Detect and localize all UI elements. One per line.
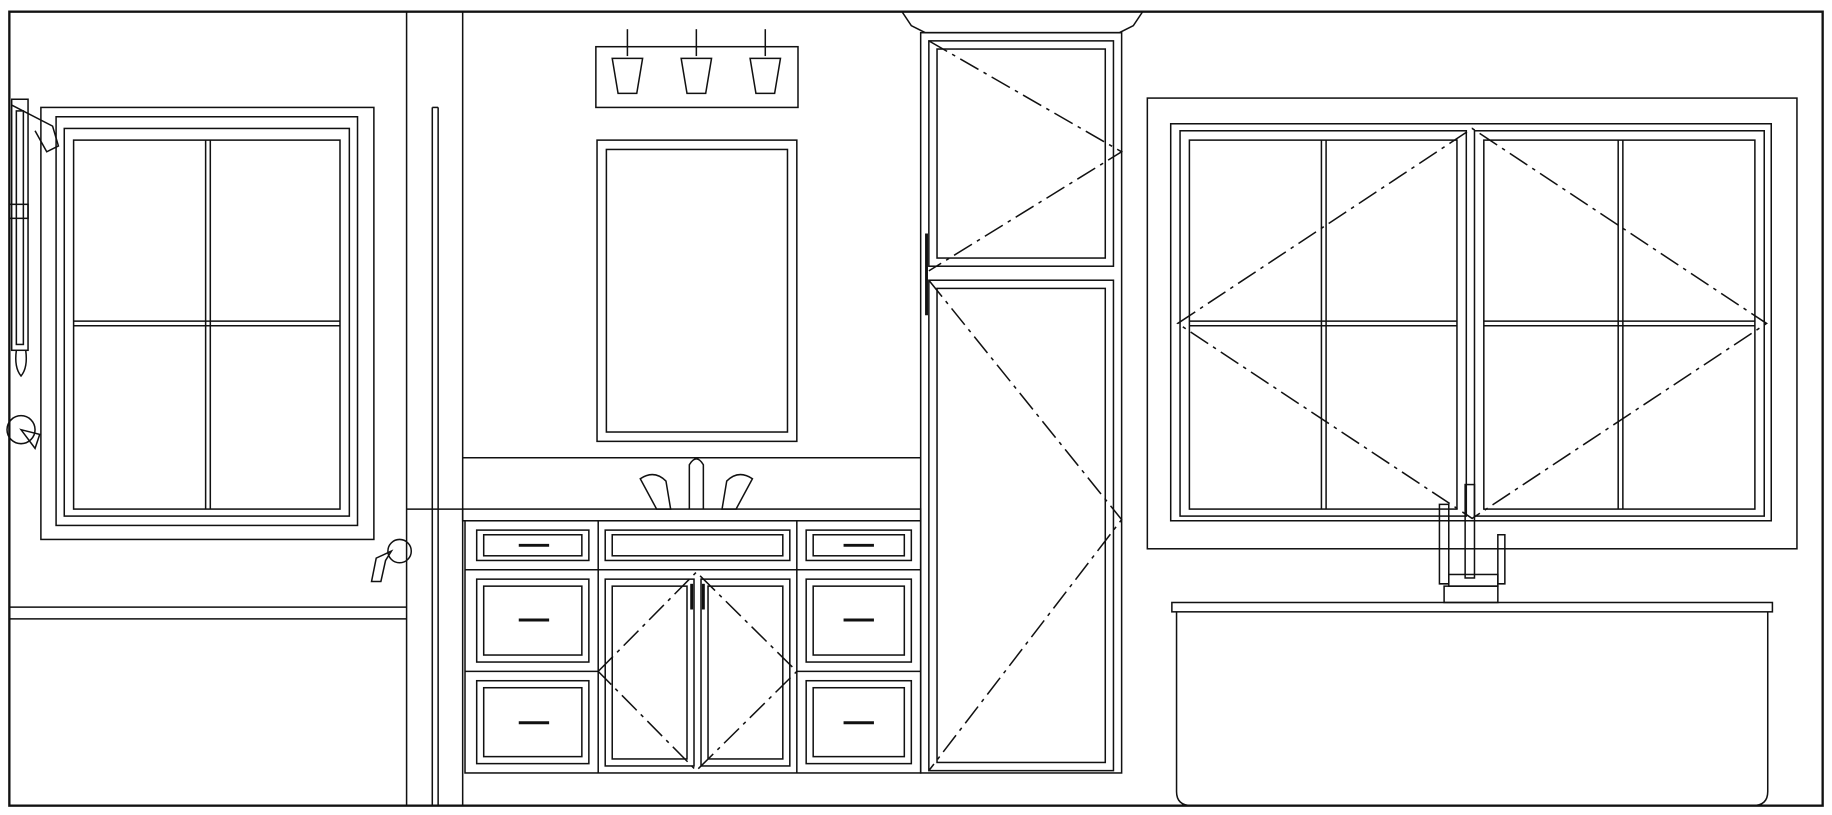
vanity-cabinet	[464, 520, 922, 774]
vanity-faucet-icon	[639, 458, 754, 510]
farmhouse-sink	[1171, 601, 1774, 807]
door-jamb	[431, 106, 439, 806]
vanity-light-fixture	[595, 29, 799, 109]
kitchen-faucet-icon	[1438, 483, 1506, 604]
left-wall	[9, 11, 464, 806]
vanity-countertop	[461, 456, 922, 522]
door-handle-icon	[370, 538, 413, 583]
tall-linen-cabinet	[900, 10, 1145, 774]
left-window	[40, 106, 375, 541]
mirror	[596, 139, 798, 443]
right-window	[1146, 97, 1798, 550]
shower-fixture-icon	[6, 98, 60, 450]
